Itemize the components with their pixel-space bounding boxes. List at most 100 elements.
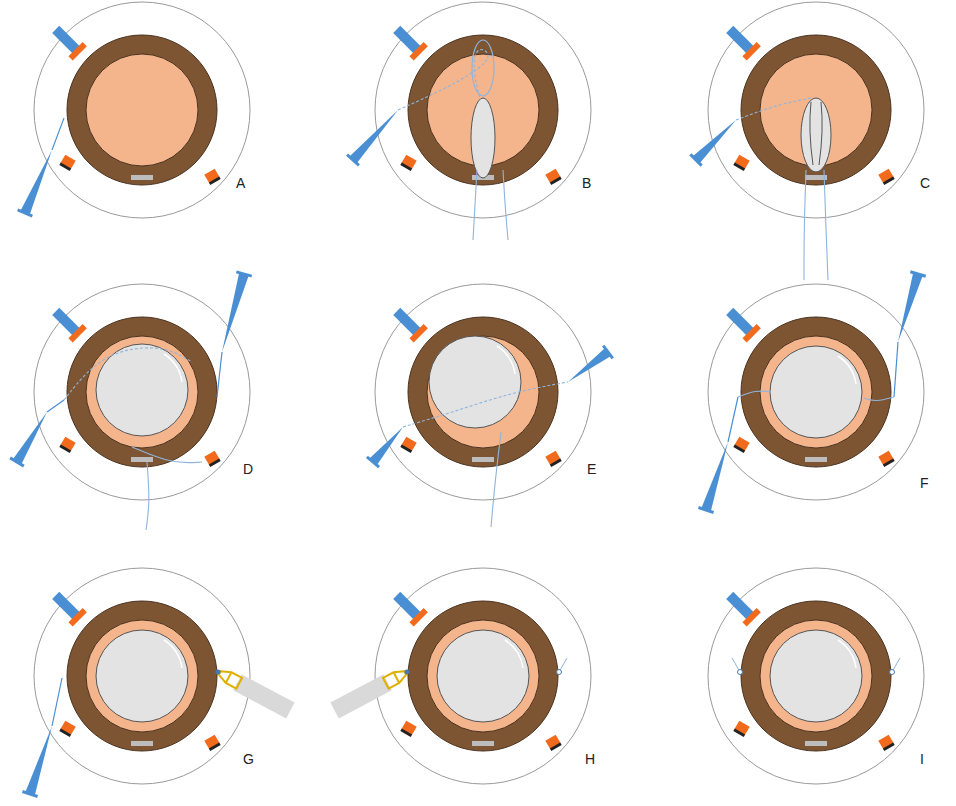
forceps-handle bbox=[330, 674, 391, 718]
port-base bbox=[733, 444, 745, 453]
chopper bbox=[49, 588, 87, 626]
corneal-incision bbox=[131, 741, 153, 746]
port-cannula bbox=[59, 155, 75, 171]
port-base bbox=[209, 458, 221, 467]
panel-letter: D bbox=[243, 462, 253, 476]
sclera bbox=[34, 2, 250, 218]
iol-optic bbox=[770, 630, 862, 722]
iris-ring bbox=[741, 601, 891, 751]
optic-highlight bbox=[497, 346, 515, 374]
pupil bbox=[86, 54, 198, 166]
suture-thread bbox=[491, 432, 501, 527]
needle-cap bbox=[10, 458, 24, 466]
port-cannula bbox=[204, 451, 220, 467]
port-cannula bbox=[878, 735, 894, 751]
eye-panel bbox=[10, 272, 252, 530]
needle-hub bbox=[349, 110, 398, 163]
panel-letter: C bbox=[920, 176, 930, 190]
iol-optic bbox=[96, 344, 188, 436]
forceps-jaws bbox=[217, 668, 242, 689]
pupil bbox=[427, 336, 539, 448]
suture-knot bbox=[557, 670, 562, 675]
panel-letter: E bbox=[587, 462, 596, 476]
suture-thread bbox=[473, 170, 477, 240]
optic-highlight bbox=[838, 640, 856, 668]
needle-cap bbox=[18, 210, 33, 216]
needle-hub bbox=[25, 726, 52, 796]
port-cannula bbox=[204, 169, 220, 185]
iol-folded bbox=[472, 40, 494, 96]
suture-thread bbox=[736, 98, 811, 120]
chopper-tip bbox=[68, 608, 86, 626]
pupil bbox=[760, 620, 872, 732]
port-cannula bbox=[400, 721, 416, 737]
needle-cap bbox=[698, 508, 713, 513]
port-base bbox=[400, 162, 412, 171]
pupil bbox=[760, 336, 872, 448]
port-base bbox=[59, 162, 71, 171]
port-base bbox=[400, 444, 412, 453]
needle-shaft bbox=[217, 352, 222, 397]
needle-hub bbox=[898, 273, 923, 342]
corneal-incision bbox=[472, 741, 494, 746]
optic-highlight bbox=[838, 356, 856, 384]
sclera bbox=[34, 284, 250, 500]
suture-thread bbox=[398, 50, 488, 110]
needle-hub bbox=[20, 150, 52, 215]
needle-cap bbox=[690, 154, 701, 165]
suture-thread bbox=[132, 447, 202, 463]
needle-cap bbox=[22, 792, 37, 797]
corneal-incision bbox=[805, 741, 827, 746]
needle-cap bbox=[603, 346, 613, 359]
port-base bbox=[883, 176, 895, 185]
iris-ring bbox=[67, 601, 217, 751]
chopper bbox=[723, 304, 761, 342]
chopper-tip bbox=[68, 324, 86, 342]
suture-thread bbox=[403, 382, 568, 427]
eye-panel bbox=[698, 272, 925, 513]
port-cannula bbox=[878, 451, 894, 467]
needle-hub bbox=[692, 120, 736, 164]
iol-optic bbox=[429, 336, 521, 428]
chopper bbox=[49, 22, 87, 60]
iris-ring bbox=[741, 317, 891, 467]
port-cannula bbox=[733, 155, 749, 171]
port-base bbox=[550, 742, 562, 751]
suture-thread bbox=[804, 170, 806, 280]
needle-hub bbox=[568, 348, 611, 382]
sclera bbox=[708, 568, 924, 784]
needle-hub bbox=[222, 273, 249, 352]
eye-panel bbox=[708, 568, 924, 784]
eye-panel bbox=[18, 2, 250, 218]
port-cannula bbox=[400, 437, 416, 453]
needle-cap bbox=[236, 272, 251, 276]
suture-knot bbox=[890, 670, 895, 675]
iris-ring bbox=[67, 317, 217, 467]
chopper-tip bbox=[742, 324, 760, 342]
optic-highlight bbox=[505, 640, 523, 668]
port-base bbox=[883, 458, 895, 467]
needle-shaft bbox=[52, 678, 62, 726]
iris-ring bbox=[67, 35, 217, 185]
port-cannula bbox=[545, 735, 561, 751]
iris-ring bbox=[408, 317, 558, 467]
eye-panel bbox=[347, 2, 591, 240]
chopper-tip bbox=[68, 42, 86, 60]
forceps bbox=[212, 663, 295, 719]
port-base bbox=[550, 458, 562, 467]
forceps-handle bbox=[233, 674, 294, 718]
chopper-tip bbox=[742, 42, 760, 60]
needle-cap bbox=[367, 457, 379, 467]
needle-cap bbox=[910, 272, 925, 277]
chopper bbox=[390, 304, 428, 342]
sclera bbox=[34, 568, 250, 784]
eye-panel bbox=[22, 568, 294, 796]
needle-shaft bbox=[728, 397, 738, 442]
chopper-tip bbox=[409, 42, 427, 60]
suture-thread bbox=[64, 348, 192, 400]
iris-ring bbox=[408, 35, 558, 185]
panel-letter: H bbox=[585, 752, 595, 766]
port-cannula bbox=[733, 437, 749, 453]
port-base bbox=[400, 728, 412, 737]
